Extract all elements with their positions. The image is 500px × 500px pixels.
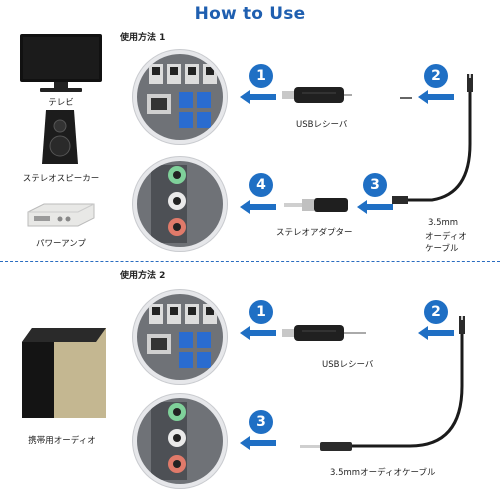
method-1-heading: 使用方法 1 [120,33,166,43]
device-label-speaker: ステレオスピーカー [22,174,100,184]
step-badge-1: 1 [249,64,273,88]
cable-label-line2: オーディオ [425,232,467,242]
device-label-portable-audio: 携帯用オーディオ [28,436,96,446]
step-badge-4: 4 [249,173,273,197]
arrow-left-icon [418,326,454,340]
audio-cable-label: 3.5mmオーディオケーブル [330,468,436,478]
speaker-icon [42,110,78,164]
usb-port-closeup [133,290,227,384]
step-badge-1: 1 [249,300,273,324]
step-badge-2: 2 [424,300,448,324]
usb-receiver-image [282,325,366,341]
arrow-left-icon [418,90,454,104]
stereo-adapter-image [284,198,348,212]
tv-icon [20,34,102,92]
audio-jack-closeup [133,394,227,488]
portable-audio-icon [22,328,106,418]
method-2-heading: 使用方法 2 [120,271,166,281]
audio-cable-image [392,74,473,204]
step-badge-3: 3 [249,410,273,434]
usb-receiver-label: USBレシーバ [322,360,374,370]
stereo-adapter-label: ステレオアダプター [276,228,353,238]
device-label-amplifier: パワーアンプ [35,239,87,249]
arrow-left-icon [240,326,276,340]
audio-jack-closeup [133,157,227,251]
page-title: How to Use [194,4,306,24]
device-label-tv: テレビ [48,98,74,108]
usb-receiver-label: USBレシーバ [296,120,348,130]
cable-label-line3: ケーブル [425,244,459,254]
audio-cable-image [300,316,465,451]
section-divider [0,261,500,262]
step-badge-2: 2 [424,64,448,88]
arrow-left-icon [240,90,276,104]
usb-port-closeup [133,50,227,144]
arrow-left-icon [357,200,393,214]
cable-label-line1: 3.5mm [428,218,459,228]
step-badge-3: 3 [363,173,387,197]
arrow-left-icon [240,200,276,214]
usb-receiver-image [282,87,352,103]
amplifier-icon [27,203,95,227]
arrow-left-icon [240,436,276,450]
